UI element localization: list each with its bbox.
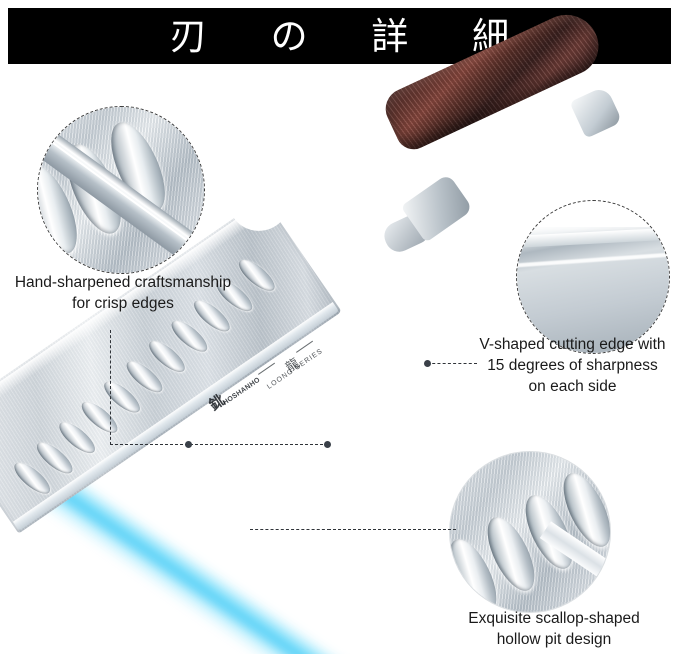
- leader-line-scallop-pits-extension: [250, 529, 330, 530]
- header-banner: 刃 の 詳 細: [8, 8, 671, 64]
- annotation-line: Exquisite scallop-shaped: [468, 610, 640, 627]
- annotation-hand-sharpened: Hand-sharpened craftsmanship for crisp e…: [0, 272, 246, 314]
- annotation-line: 15 degrees of sharpness: [487, 357, 658, 375]
- zoom-v-edge-surface: [517, 227, 669, 353]
- hollow-pit: [77, 396, 122, 438]
- hollow-pit: [54, 417, 100, 459]
- handle-butt: [379, 209, 435, 257]
- cutting-edge-glow: [0, 419, 348, 654]
- handle-end-cap: [569, 85, 623, 139]
- leader-line-hand-sharpened-horizontal: [110, 444, 328, 445]
- leader-dot-hand-sharpened: [185, 441, 192, 448]
- series-name-text: LOONG SERIES: [266, 347, 325, 391]
- hollow-pit: [122, 356, 167, 398]
- annotation-line: for crisp edges: [72, 295, 174, 313]
- series-rule-right: [296, 340, 314, 353]
- leader-line-scallop-pits: [328, 529, 456, 530]
- series-glyph: 龍: [283, 355, 303, 376]
- leader-line-hand-sharpened-vertical: [110, 330, 111, 445]
- series-rule-left: [258, 362, 276, 375]
- knife-bolster: [400, 173, 474, 243]
- annotation-line: hollow pit design: [496, 631, 612, 649]
- blade-heel-notch: [215, 156, 303, 243]
- callout-circle-v-shaped-edge: [516, 200, 670, 354]
- leader-dot-blade-edge: [324, 441, 331, 448]
- callout-circle-hand-sharpened: [37, 106, 205, 274]
- annotation-scallop-pits: Exquisite scallop-shaped hollow pit desi…: [432, 608, 676, 650]
- hollow-pit: [167, 315, 212, 357]
- page-title: 刃 の 詳 細: [169, 14, 536, 58]
- annotation-line: V-shaped cutting edge with: [479, 336, 666, 353]
- brand-name-text: HOSHANHO: [222, 376, 262, 407]
- hollow-pit: [144, 335, 190, 378]
- leader-dot-v-shaped-edge: [424, 360, 431, 367]
- annotation-line: on each side: [528, 378, 617, 396]
- annotation-line: Hand-sharpened craftsmanship: [14, 274, 232, 291]
- annotation-v-shaped-edge: V-shaped cutting edge with 15 degrees of…: [470, 334, 675, 397]
- hollow-pit: [99, 376, 145, 418]
- blade-bevel: [12, 301, 339, 531]
- leader-line-v-shaped-edge: [427, 363, 477, 364]
- hollow-pit: [9, 457, 55, 499]
- hollow-pit: [32, 437, 78, 479]
- brand-logo-mark: 鉳: [205, 391, 228, 415]
- callout-circle-scallop-pits: [450, 452, 610, 612]
